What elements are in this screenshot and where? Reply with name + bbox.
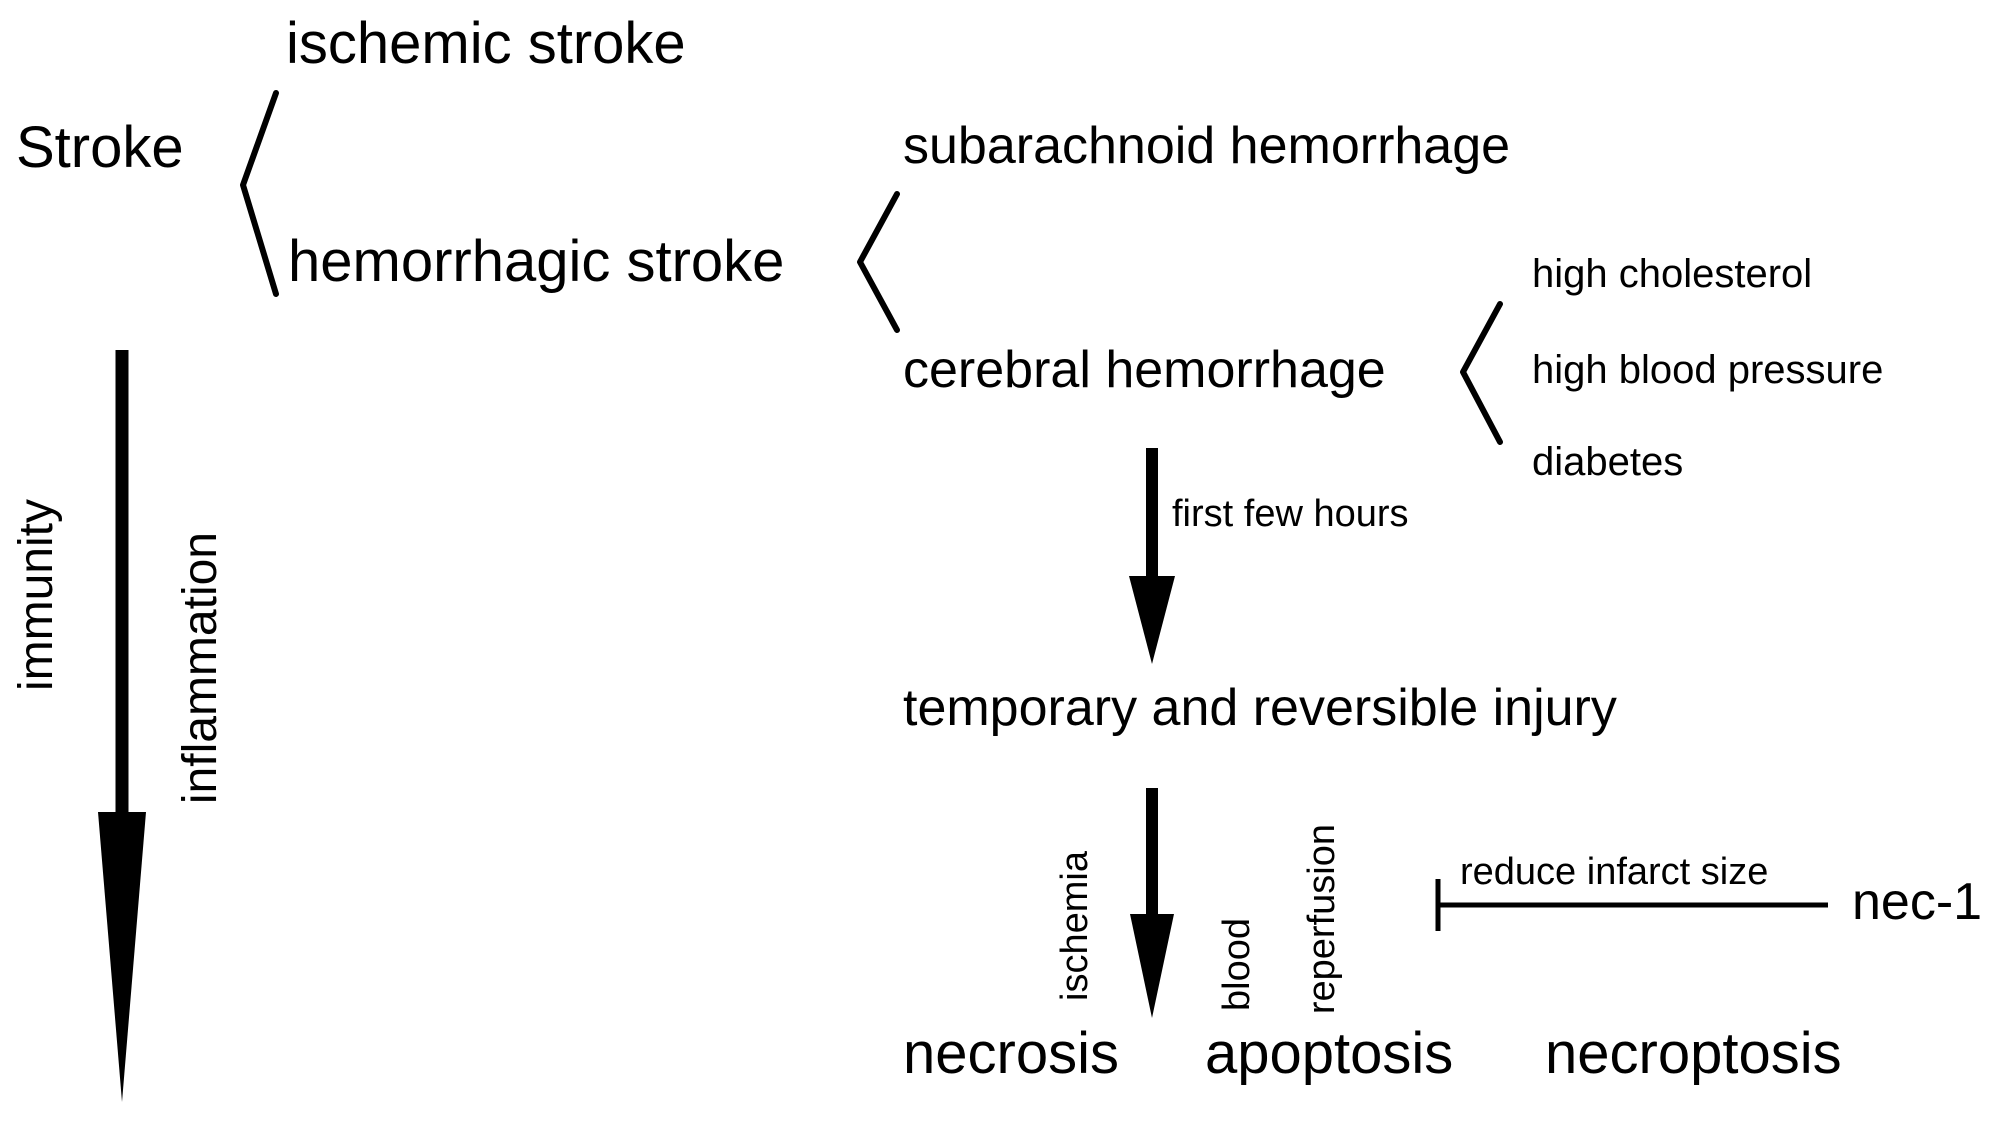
edge-label-blood: blood xyxy=(1216,918,1258,1011)
edge-label-ischemia: ischemia xyxy=(1054,851,1096,1001)
node-subarachnoid-hemorrhage: subarachnoid hemorrhage xyxy=(903,117,1511,175)
node-nec-1: nec-1 xyxy=(1852,873,1983,931)
node-apoptosis: apoptosis xyxy=(1205,1021,1454,1086)
edge-label-reduce-infarct-size: reduce infarct size xyxy=(1460,851,1769,893)
risk-factor-diabetes: diabetes xyxy=(1532,440,1684,484)
node-necrosis: necrosis xyxy=(903,1021,1119,1086)
node-cerebral-hemorrhage: cerebral hemorrhage xyxy=(903,341,1386,399)
edge-label-first-few-hours: first few hours xyxy=(1172,493,1409,535)
risk-factor-high-cholesterol: high cholesterol xyxy=(1532,252,1813,296)
edge-label-inflammation: inflammation xyxy=(174,531,227,804)
risk-factor-high-blood-pressure: high blood pressure xyxy=(1532,348,1884,392)
node-stroke: Stroke xyxy=(16,115,184,180)
cerebral-risk-brace xyxy=(1460,301,1503,445)
hemorrhagic-branch-brace xyxy=(857,191,900,333)
stroke-branch-brace xyxy=(240,90,279,297)
node-necroptosis: necroptosis xyxy=(1545,1021,1842,1086)
nec1-inhibition-line xyxy=(1435,879,1828,931)
node-ischemic-stroke: ischemic stroke xyxy=(286,11,686,76)
edge-label-reperfusion: reperfusion xyxy=(1301,823,1343,1014)
first-few-hours-down-arrow xyxy=(1129,448,1175,664)
node-hemorrhagic-stroke: hemorrhagic stroke xyxy=(288,229,785,294)
immunity-inflammation-down-arrow xyxy=(98,350,146,1102)
edge-label-immunity: immunity xyxy=(10,498,63,691)
node-temporary-reversible-injury: temporary and reversible injury xyxy=(903,679,1617,737)
injury-to-cell-death-down-arrow xyxy=(1130,788,1174,1018)
